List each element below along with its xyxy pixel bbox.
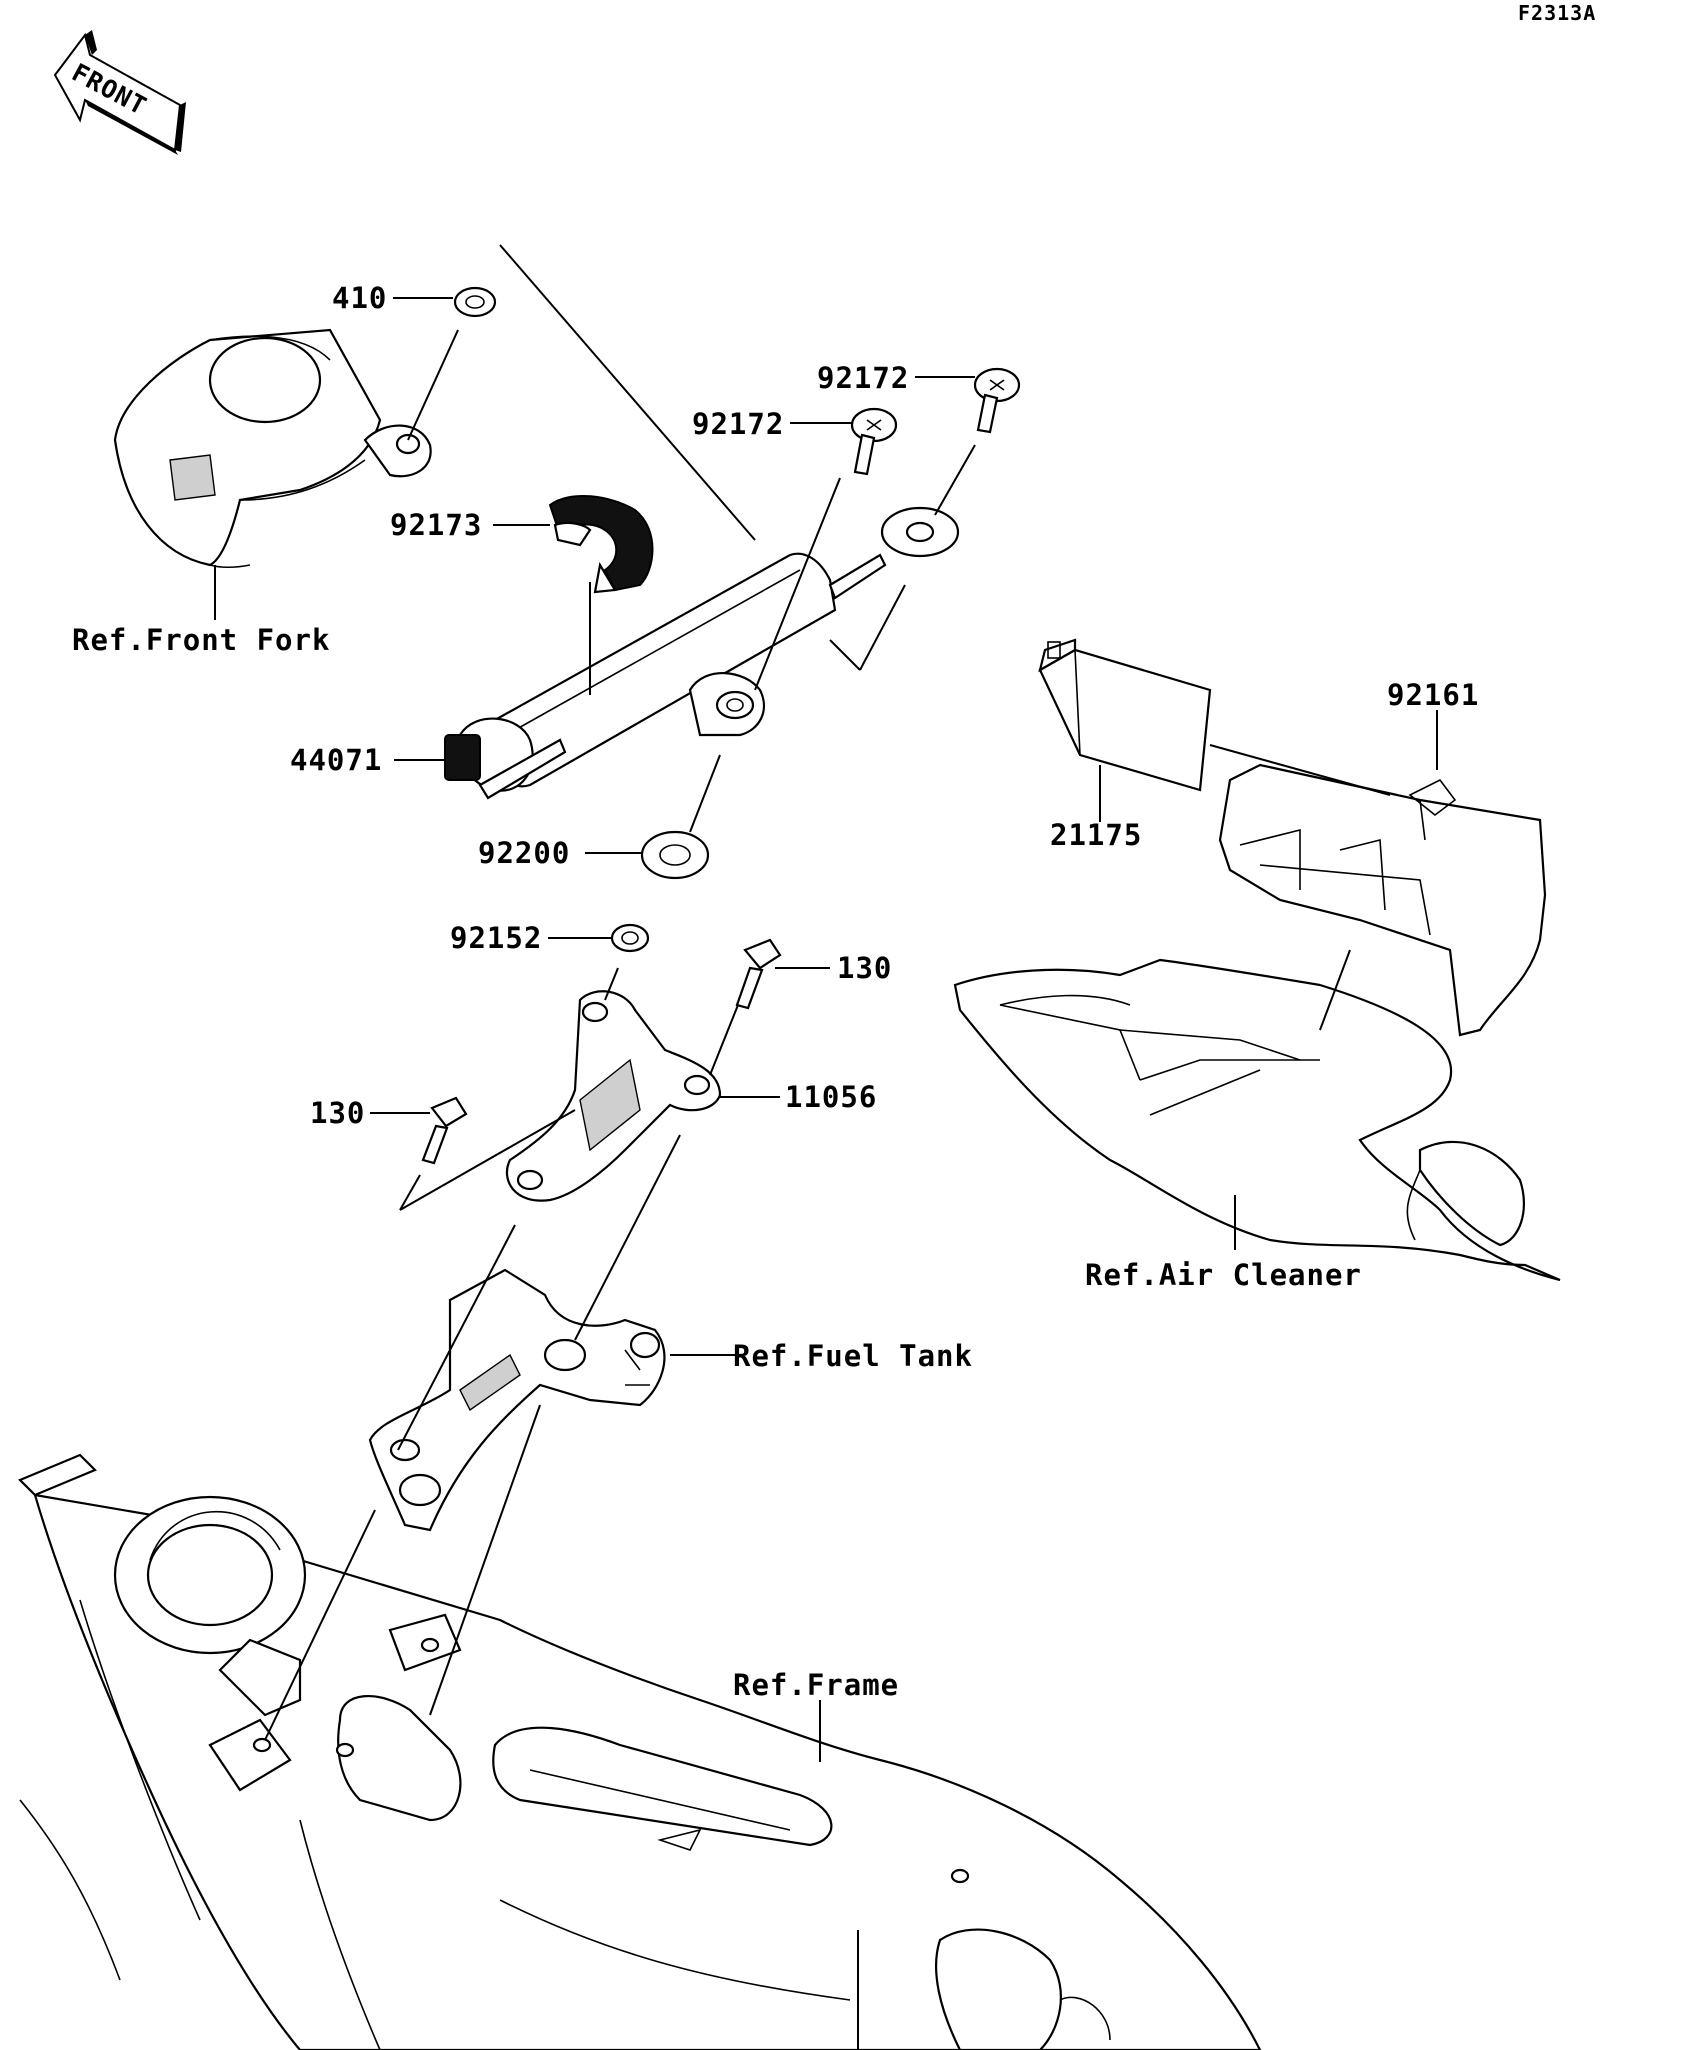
label-92173: 92173 [390,508,482,542]
leader-lines [214,244,1438,2050]
label-11056: 11056 [785,1080,877,1114]
unit-21175 [1038,638,1212,792]
label-410: 410 [332,281,387,315]
label-ref-front-fork: Ref.Front Fork [72,623,330,657]
label-130-b: 130 [310,1096,365,1130]
label-21175: 21175 [1050,818,1142,852]
fuel-tank-bracket [368,1268,666,1532]
washer-92200 [640,830,710,880]
bolt-92172-b [850,407,898,476]
bracket-11056 [505,990,722,1202]
bolt-130-a [735,938,782,1010]
steering-damper-44071 [444,506,960,800]
diagram-code: F2313A [1518,1,1596,25]
label-ref-fuel-tank: Ref.Fuel Tank [733,1339,973,1373]
label-ref-frame: Ref.Frame [733,1668,899,1702]
label-92152: 92152 [450,921,542,955]
label-130-a: 130 [837,951,892,985]
label-44071: 44071 [290,743,382,777]
clamp-92173 [548,494,654,594]
cover-92161 [1218,763,1547,1037]
air-cleaner-housing [953,958,1561,1282]
label-92161: 92161 [1387,678,1479,712]
front-fork-clamp [113,328,432,569]
bolt-130-b [421,1096,468,1165]
washer-410 [453,286,497,318]
bolt-92172-a [973,367,1021,434]
label-92200: 92200 [478,836,570,870]
front-arrow-icon: FRONT [53,30,186,155]
label-92172-a: 92172 [817,361,909,395]
label-ref-air-cleaner: Ref.Air Cleaner [1085,1258,1362,1292]
frame [18,1453,1262,2050]
washer-92152 [610,923,650,953]
label-92172-b: 92172 [692,407,784,441]
